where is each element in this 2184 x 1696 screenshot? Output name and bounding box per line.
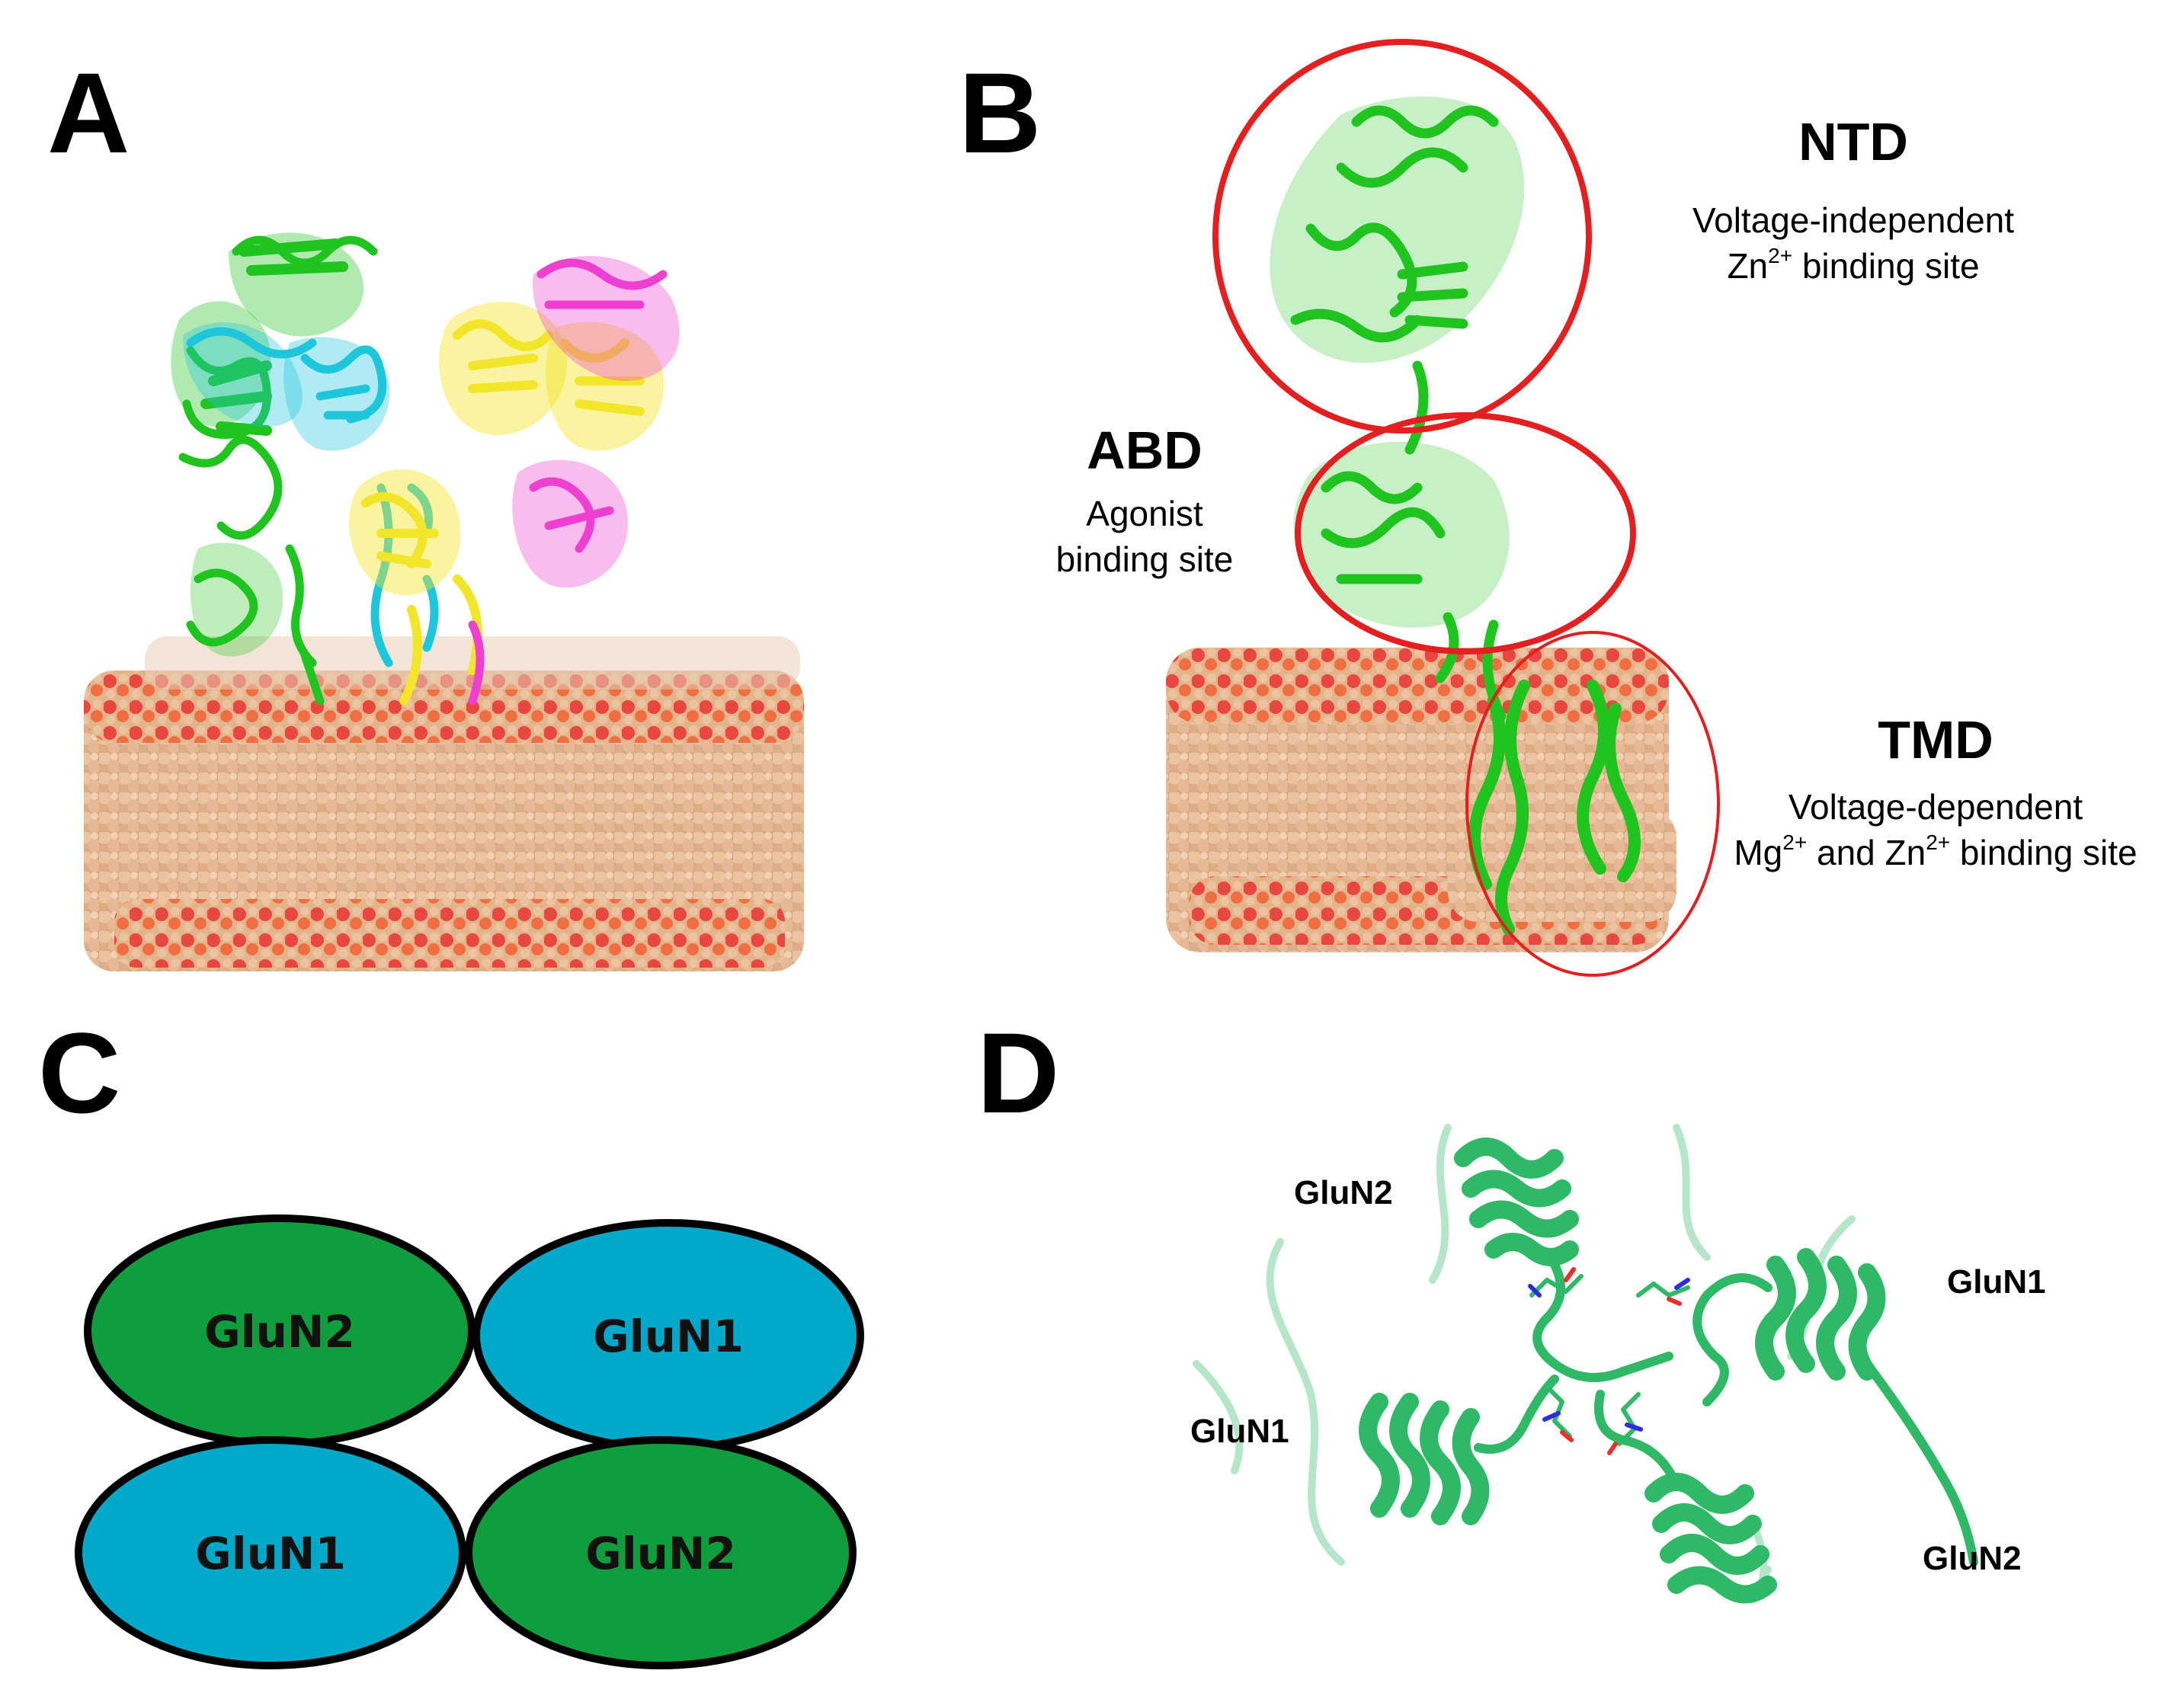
subunit-magenta-a: [468, 256, 680, 706]
ntd-label: NTD: [1798, 112, 1908, 171]
subunit-label-1: GluN2: [204, 1306, 355, 1358]
subunit-shape-4: [465, 1436, 857, 1669]
panel-b: B NTD Voltage-independent Zn2+ binding s…: [959, 39, 2138, 977]
subunit-shape-3: [75, 1436, 466, 1669]
abd-ring: [1295, 412, 1636, 654]
panel-letter-a: A: [47, 49, 130, 177]
panel-letter-c: C: [38, 1009, 120, 1137]
tmd-desc-2: Mg2+ and Zn2+ binding site: [1734, 830, 2137, 872]
subunit-yellow-a: [349, 302, 664, 706]
pore-helices-d: [1193, 1124, 1978, 1604]
chain-label-bottom-right: GluN2: [1923, 1540, 2022, 1577]
chain-label-left: GluN1: [1190, 1413, 1289, 1450]
tmd-desc-1: Voltage-dependent: [1789, 787, 2083, 827]
ntd-desc-2: Zn2+ binding site: [1727, 244, 1979, 286]
panel-letter-b: B: [959, 49, 1041, 177]
helix-right: [1692, 1248, 1978, 1566]
chain-label-right: GluN1: [1947, 1263, 2046, 1301]
membrane-bilayer-a: [84, 636, 804, 971]
panel-c: C GluN2 GluN1 GluN1 GluN2: [38, 1009, 864, 1669]
pore-side-chains: [1528, 1267, 1690, 1455]
subunit-cyan-a: [183, 322, 439, 667]
tmd-ring: [1465, 631, 1720, 977]
subunit-label-3: GluN1: [195, 1528, 346, 1579]
helix-left: [1359, 1374, 1559, 1525]
glun-subunit-ribbon-b: [1270, 96, 1641, 936]
ntd-ring: [1212, 39, 1592, 434]
subunit-ellipse-2: GluN1: [472, 1219, 864, 1452]
panel-d: D: [977, 1009, 2046, 1604]
domain-labels-b: NTD Voltage-independent Zn2+ binding sit…: [1056, 112, 2138, 872]
subunit-label-4: GluN2: [585, 1528, 736, 1579]
membrane-bilayer-b: [1166, 648, 1676, 952]
panel-letter-d: D: [977, 1009, 1059, 1137]
subunit-label-2: GluN1: [593, 1310, 744, 1362]
subunit-green-a: [171, 232, 378, 706]
subunit-ellipse-4: GluN2: [465, 1436, 857, 1669]
ntd-desc-1: Voltage-independent: [1692, 200, 2014, 240]
abd-label: ABD: [1087, 421, 1202, 480]
tmd-label: TMD: [1878, 710, 1993, 770]
domain-rings-b: [1212, 39, 1720, 977]
subunit-ellipse-1: GluN2: [84, 1214, 476, 1448]
subunit-ellipse-3: GluN1: [75, 1436, 466, 1669]
chain-label-top-left: GluN2: [1294, 1174, 1393, 1211]
receptor-structure-a: [171, 232, 680, 706]
panel-a: A: [47, 49, 804, 971]
chain-labels-d: GluN2 GluN1 GluN1 GluN2: [1190, 1174, 2046, 1577]
helix-top-left: [1454, 1138, 1673, 1382]
helix-bottom-right: [1594, 1390, 1777, 1604]
abd-desc-1: Agonist: [1086, 494, 1203, 533]
abd-desc-2: binding site: [1056, 539, 1234, 579]
